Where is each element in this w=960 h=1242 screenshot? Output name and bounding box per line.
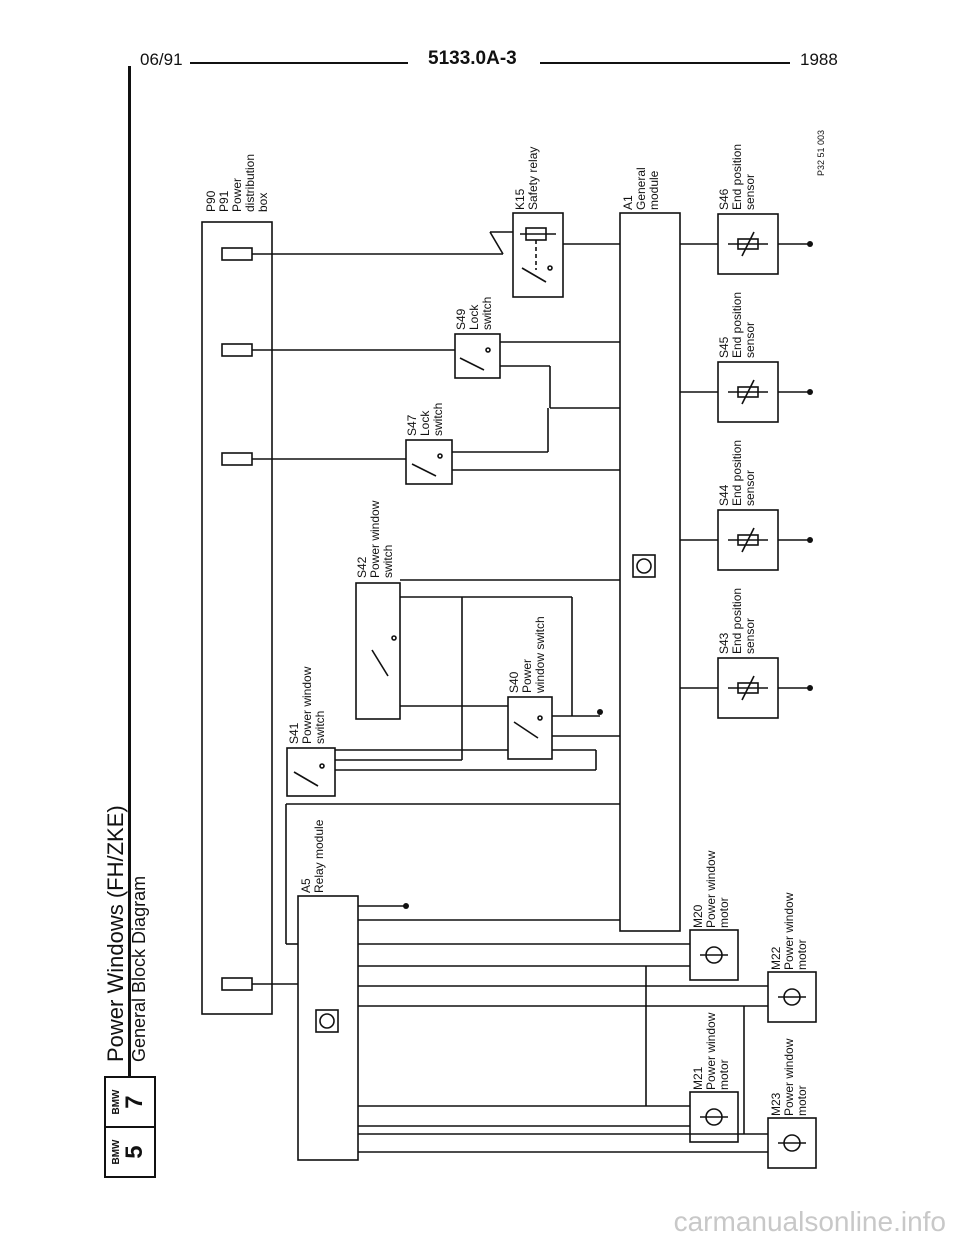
fuse-1 xyxy=(221,247,253,261)
component-label-line: window switch xyxy=(533,616,547,693)
header-doc-code: 5133.0A-3 xyxy=(428,48,517,69)
a5-box xyxy=(297,895,359,1161)
a1-ic-symbol xyxy=(632,554,656,578)
component-label-line: switch xyxy=(313,710,327,744)
ground-symbols xyxy=(403,241,813,909)
s49-box xyxy=(454,333,501,379)
s42-box xyxy=(355,582,401,720)
s47-box xyxy=(405,439,453,485)
component-label-line: Relay module xyxy=(312,819,326,893)
watermark: carmanualsonline.info xyxy=(673,1206,946,1237)
fuse-4 xyxy=(221,977,253,991)
component-label-line: box xyxy=(256,192,270,212)
a1-box xyxy=(619,212,681,932)
header-rule-right xyxy=(540,62,790,64)
m20-box xyxy=(689,929,739,981)
component-label-line: switch xyxy=(431,402,445,436)
component-label-line: module xyxy=(647,170,661,210)
component-label-line: motor xyxy=(717,897,731,928)
m21-box xyxy=(689,1091,739,1143)
header-year: 1988 xyxy=(800,50,838,69)
header-rule-left xyxy=(190,62,408,64)
component-label-line: switch xyxy=(381,544,395,578)
component-label-line: switch xyxy=(480,296,494,330)
component-label-line: Safety relay xyxy=(526,146,540,210)
component-label-line: motor xyxy=(795,1085,809,1116)
m22-box xyxy=(767,971,817,1023)
k15-box xyxy=(512,212,564,298)
ref-code: P32 51 003 xyxy=(816,129,826,176)
m23-box xyxy=(767,1117,817,1169)
header-date: 06/91 xyxy=(140,50,183,69)
a5-ic-symbol xyxy=(315,1009,339,1033)
fuse-3 xyxy=(221,452,253,466)
s40-box xyxy=(507,696,553,760)
component-label-line: motor xyxy=(717,1059,731,1090)
component-label-line: motor xyxy=(795,939,809,970)
component-label-line: sensor xyxy=(743,617,757,654)
component-label-line: sensor xyxy=(743,173,757,210)
component-label-line: sensor xyxy=(743,321,757,358)
left-margin-rule xyxy=(128,66,131,1166)
fuse-2 xyxy=(221,343,253,357)
p90-box xyxy=(201,221,273,1015)
s41-box xyxy=(286,747,336,797)
component-label-line: sensor xyxy=(743,469,757,506)
